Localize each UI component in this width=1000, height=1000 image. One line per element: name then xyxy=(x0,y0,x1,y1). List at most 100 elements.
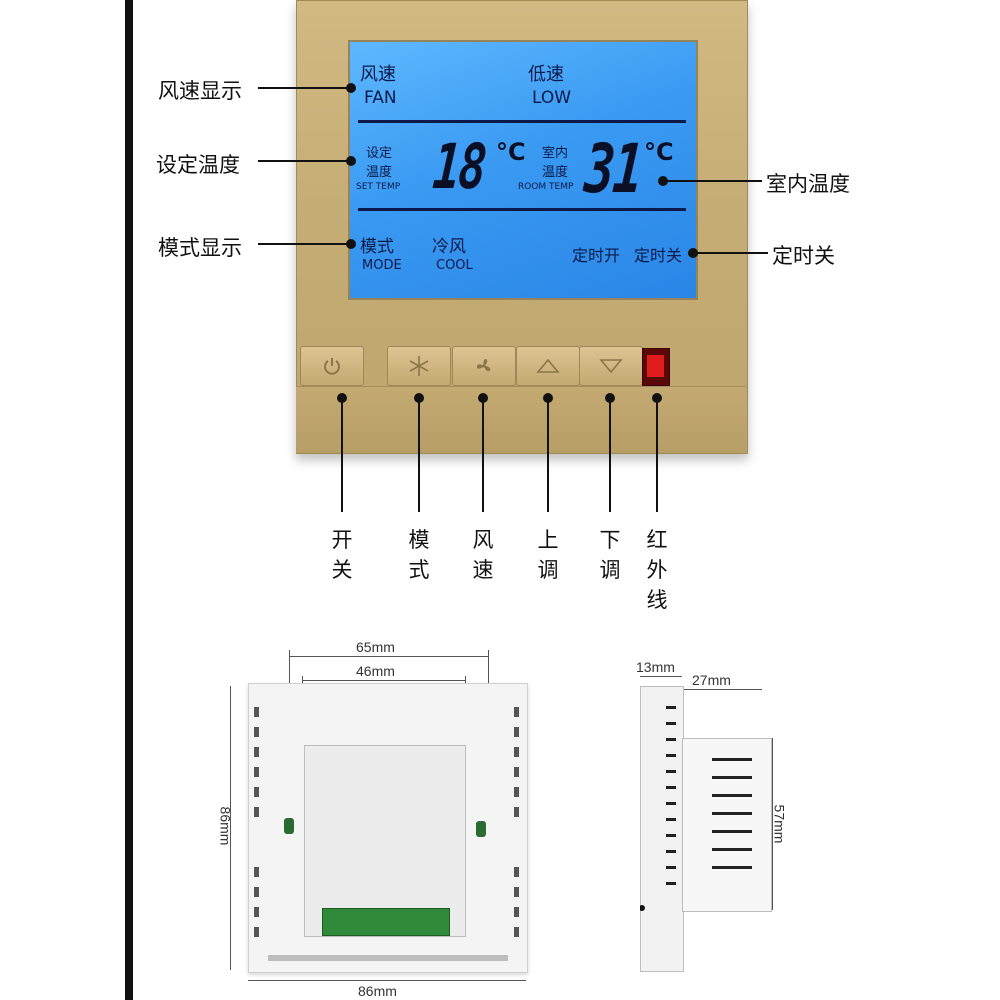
label-ir-1: 红 xyxy=(646,528,668,552)
label-mode-2: 式 xyxy=(408,558,430,582)
lcd-divider-top xyxy=(358,120,686,123)
dim-height: 86mm xyxy=(217,806,234,846)
callout-dot-room-temp xyxy=(658,176,668,186)
callout-line-timer-off xyxy=(696,252,768,254)
power-icon xyxy=(324,358,340,375)
snowflake-icon xyxy=(409,356,429,376)
label-ir-3: 线 xyxy=(646,588,668,612)
label-down: 下调 xyxy=(598,525,622,585)
fan-label-en: FAN xyxy=(364,88,397,108)
timer-off-indicator: 定时关 xyxy=(634,246,683,265)
callout-line-room-temp xyxy=(666,180,762,182)
callout-dot-power xyxy=(337,393,347,403)
fan-label-cn: 风速 xyxy=(360,64,396,85)
room-temp-en: ROOM TEMP xyxy=(518,182,574,192)
callout-dot-ir xyxy=(652,393,662,403)
callout-dot-fan xyxy=(346,83,356,93)
power-button[interactable] xyxy=(300,346,364,386)
dim-bottom-width: 86mm xyxy=(358,983,397,999)
label-ir: 红外线 xyxy=(645,525,669,615)
callout-dot-fan-btn xyxy=(478,393,488,403)
label-fan-2: 速 xyxy=(472,558,494,582)
room-temp-cn1: 室内 xyxy=(542,146,569,161)
dim-line-height xyxy=(230,686,231,970)
mode-label-cn: 模式 xyxy=(360,237,394,257)
lcd-screen: 风速 FAN 低速 LOW 设定 温度 SET TEMP 18 °C 室内 温度… xyxy=(348,40,698,300)
label-down-2: 调 xyxy=(599,558,621,582)
label-power: 开关 xyxy=(330,525,354,585)
fan-speed-en: LOW xyxy=(532,88,572,108)
fan-speed-button[interactable] xyxy=(452,346,516,386)
side-slats xyxy=(640,706,752,911)
label-up: 上调 xyxy=(536,525,560,585)
label-up-1: 上 xyxy=(537,528,559,552)
black-edge-bar xyxy=(125,0,133,1000)
callout-line-power xyxy=(341,400,343,512)
side-view-box xyxy=(682,738,772,912)
up-triangle-icon xyxy=(536,358,560,373)
callout-line-fan xyxy=(258,87,350,89)
dim-line-depth-front xyxy=(640,676,682,677)
dim-outer-width: 65mm xyxy=(356,639,395,655)
dim-line-side-height xyxy=(772,738,773,910)
thermostat-bottom-strip xyxy=(296,386,746,453)
dim-depth-back: 27mm xyxy=(692,672,731,688)
down-button[interactable] xyxy=(579,346,643,386)
label-power-1: 开 xyxy=(331,528,353,552)
callout-line-fan-btn xyxy=(482,400,484,512)
set-temp-en: SET TEMP xyxy=(356,182,401,192)
room-temp-unit: °C xyxy=(644,138,674,166)
lcd-divider-bottom xyxy=(358,208,686,211)
label-mode-1: 模 xyxy=(408,528,430,552)
label-up-2: 调 xyxy=(537,558,559,582)
dim-line-inner xyxy=(302,680,466,681)
button-row xyxy=(298,346,744,386)
infrared-window xyxy=(642,348,670,386)
infrared-lens xyxy=(647,355,664,377)
label-fan-1: 风 xyxy=(472,528,494,552)
dim-line-depth-back xyxy=(682,689,762,690)
callout-set-temp: 设定温度 xyxy=(156,153,240,177)
callout-dot-mode xyxy=(346,239,356,249)
room-temp-value: 31 xyxy=(581,130,645,209)
callout-line-up xyxy=(547,400,549,512)
dim-depth-front: 13mm xyxy=(636,659,675,675)
mode-cool-en: COOL xyxy=(436,258,473,273)
mode-cool-cn: 冷风 xyxy=(432,237,466,257)
set-temp-cn2: 温度 xyxy=(366,165,393,180)
label-ir-2: 外 xyxy=(646,558,668,582)
timer-on-indicator: 定时开 xyxy=(572,246,621,265)
set-temp-value: 18 xyxy=(430,130,488,203)
label-fan: 风速 xyxy=(471,525,495,585)
side-view-plate xyxy=(640,686,684,972)
callout-line-set-temp xyxy=(258,160,350,162)
callout-timer-off: 定时关 xyxy=(772,244,835,268)
set-temp-cn1: 设定 xyxy=(366,146,393,161)
up-button[interactable] xyxy=(516,346,580,386)
fan-speed-cn: 低速 xyxy=(528,64,564,85)
callout-line-mode-btn xyxy=(418,400,420,512)
callout-fan-display: 风速显示 xyxy=(158,79,242,103)
callout-room-temp: 室内温度 xyxy=(766,172,850,196)
back-box xyxy=(304,745,466,937)
callout-line-mode xyxy=(258,243,350,245)
down-triangle-icon xyxy=(599,359,623,374)
dim-side-height: 57mm xyxy=(771,804,788,844)
label-down-1: 下 xyxy=(599,528,621,552)
dim-line-bottom xyxy=(248,980,526,981)
set-temp-unit: °C xyxy=(496,138,526,166)
vent-slots xyxy=(254,707,519,961)
label-power-2: 关 xyxy=(331,558,353,582)
callout-dot-set-temp xyxy=(346,156,356,166)
callout-dot-up xyxy=(543,393,553,403)
terminal-block xyxy=(322,908,450,936)
room-temp-cn2: 温度 xyxy=(542,165,569,180)
callout-dot-down xyxy=(605,393,615,403)
callout-line-down xyxy=(609,400,611,512)
fan-icon xyxy=(476,358,491,372)
mode-button[interactable] xyxy=(387,346,451,386)
dim-line-outer xyxy=(289,656,489,657)
dim-inner-width: 46mm xyxy=(356,663,395,679)
callout-dot-timer-off xyxy=(688,248,698,258)
callout-line-ir xyxy=(656,400,658,512)
